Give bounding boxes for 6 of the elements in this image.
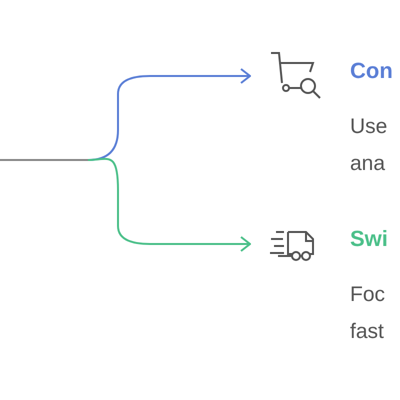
description: Use ana (350, 114, 388, 177)
arrow (88, 158, 251, 252)
heading: Con (350, 58, 393, 84)
heading: Swi (350, 226, 388, 252)
description: Foc fast (350, 282, 386, 345)
connector-trunk (0, 159, 88, 161)
